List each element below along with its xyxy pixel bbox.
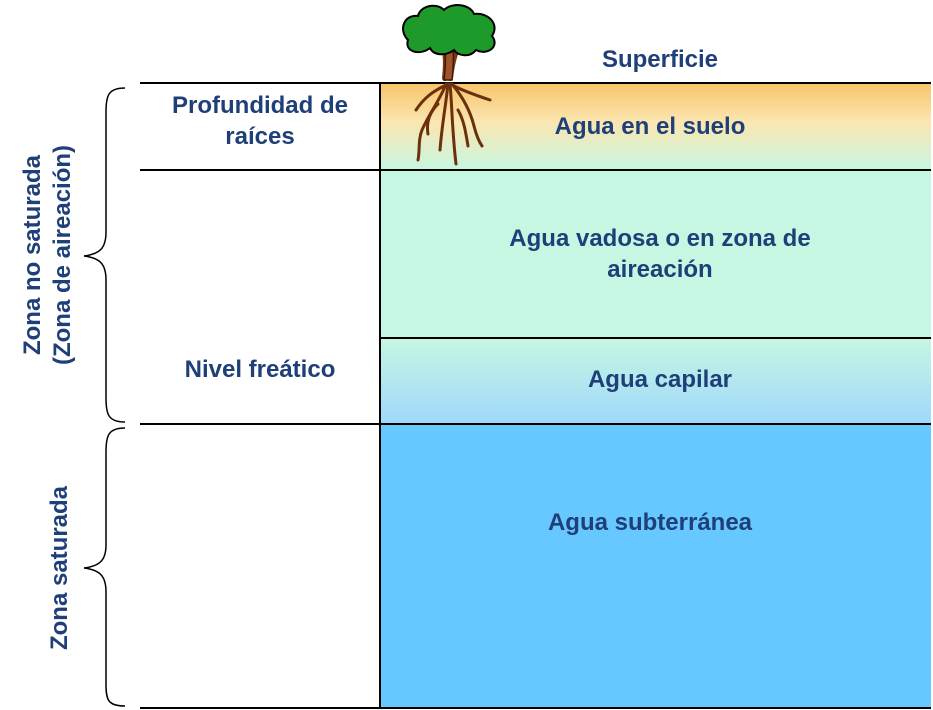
water-table-line xyxy=(140,423,931,425)
unsaturated-zone-label: Zona no saturada (Zona de aireación) xyxy=(18,145,78,365)
saturated-zone-brace xyxy=(83,427,126,707)
tree-icon xyxy=(402,4,496,166)
groundwater-layer xyxy=(380,424,931,708)
capillary-water-layer xyxy=(380,338,931,424)
soil-water-layer xyxy=(380,83,931,170)
unsaturated-zone-line-1: Zona no saturada xyxy=(19,154,46,356)
water-table-label: Nivel freático xyxy=(184,356,336,383)
unsaturated-zone-line-2: (Zona de aireación) xyxy=(49,144,76,366)
vadose-water-label: Agua vadosa o en zona de aireación xyxy=(509,225,811,283)
surface-line xyxy=(140,82,931,84)
capillary-top-line xyxy=(380,337,931,339)
capillary-water-label: Agua capilar xyxy=(587,366,733,393)
root-depth-label: Profundidad de raíces xyxy=(172,92,348,150)
soil-water-label: Agua en el suelo xyxy=(554,113,746,140)
vadose-water-layer xyxy=(380,170,931,338)
bottom-line xyxy=(140,707,931,709)
root-depth-line xyxy=(140,169,931,171)
divider-line xyxy=(379,82,381,709)
unsaturated-zone-brace xyxy=(83,87,126,423)
saturated-zone-label: Zona saturada xyxy=(46,485,73,651)
surface-label: Superficie xyxy=(601,46,719,73)
groundwater-label: Agua subterránea xyxy=(547,509,753,536)
